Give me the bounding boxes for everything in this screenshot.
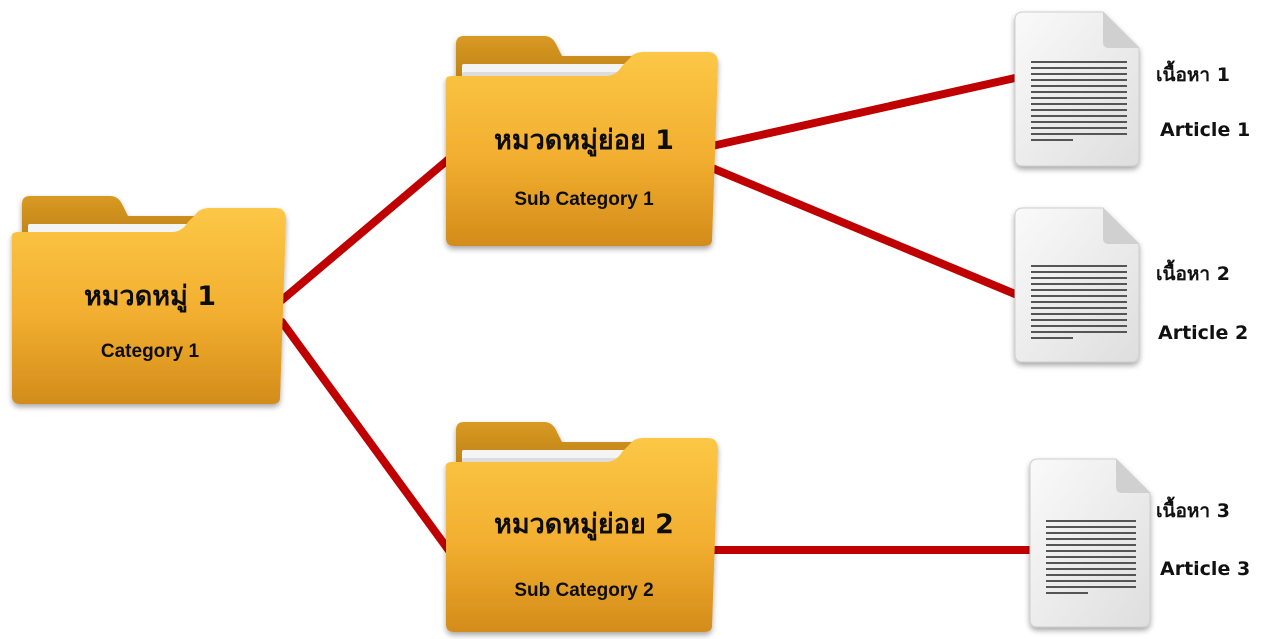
folder-icon (445, 422, 718, 632)
sub-category-1-title-en: Sub Category 1 (514, 189, 654, 210)
folder-icon (445, 36, 718, 246)
category-1-title-en: Category 1 (101, 341, 200, 362)
article-1-title-en: Article 1 (1160, 119, 1250, 141)
article-2-title-en: Article 2 (1158, 322, 1248, 344)
document-icon (1029, 458, 1151, 628)
folder-icon (11, 196, 286, 404)
article-2-document[interactable] (1014, 207, 1140, 363)
article-1-document[interactable] (1014, 11, 1140, 167)
edge-category1-subcategory2 (278, 318, 454, 556)
category-1-title-th: หมวดหมู่ 1 (84, 281, 216, 313)
article-3-document[interactable] (1029, 458, 1151, 628)
sub-category-2-folder[interactable]: หมวดหมู่ย่อย 2 Sub Category 2 (445, 422, 718, 632)
article-2-title-th: เนื้อหา 2 (1156, 259, 1230, 285)
article-3-title-th: เนื้อหา 3 (1156, 496, 1230, 522)
edge-subcategory1-article2 (708, 164, 1019, 298)
sub-category-1-folder[interactable]: หมวดหมู่ย่อย 1 Sub Category 1 (445, 36, 718, 246)
sub-category-2-title-th: หมวดหมู่ย่อย 2 (494, 509, 674, 541)
sub-category-1-title-th: หมวดหมู่ย่อย 1 (494, 125, 674, 157)
edge-category1-subcategory1 (278, 154, 454, 304)
document-icon (1014, 11, 1140, 167)
document-icon (1014, 207, 1140, 363)
edge-subcategory1-article1 (708, 74, 1019, 150)
connectors (278, 74, 1034, 556)
article-3-title-en: Article 3 (1160, 558, 1250, 580)
article-1-title-th: เนื้อหา 1 (1156, 60, 1230, 86)
category-1-folder[interactable]: หมวดหมู่ 1 Category 1 (11, 196, 286, 404)
sub-category-2-title-en: Sub Category 2 (514, 580, 653, 601)
